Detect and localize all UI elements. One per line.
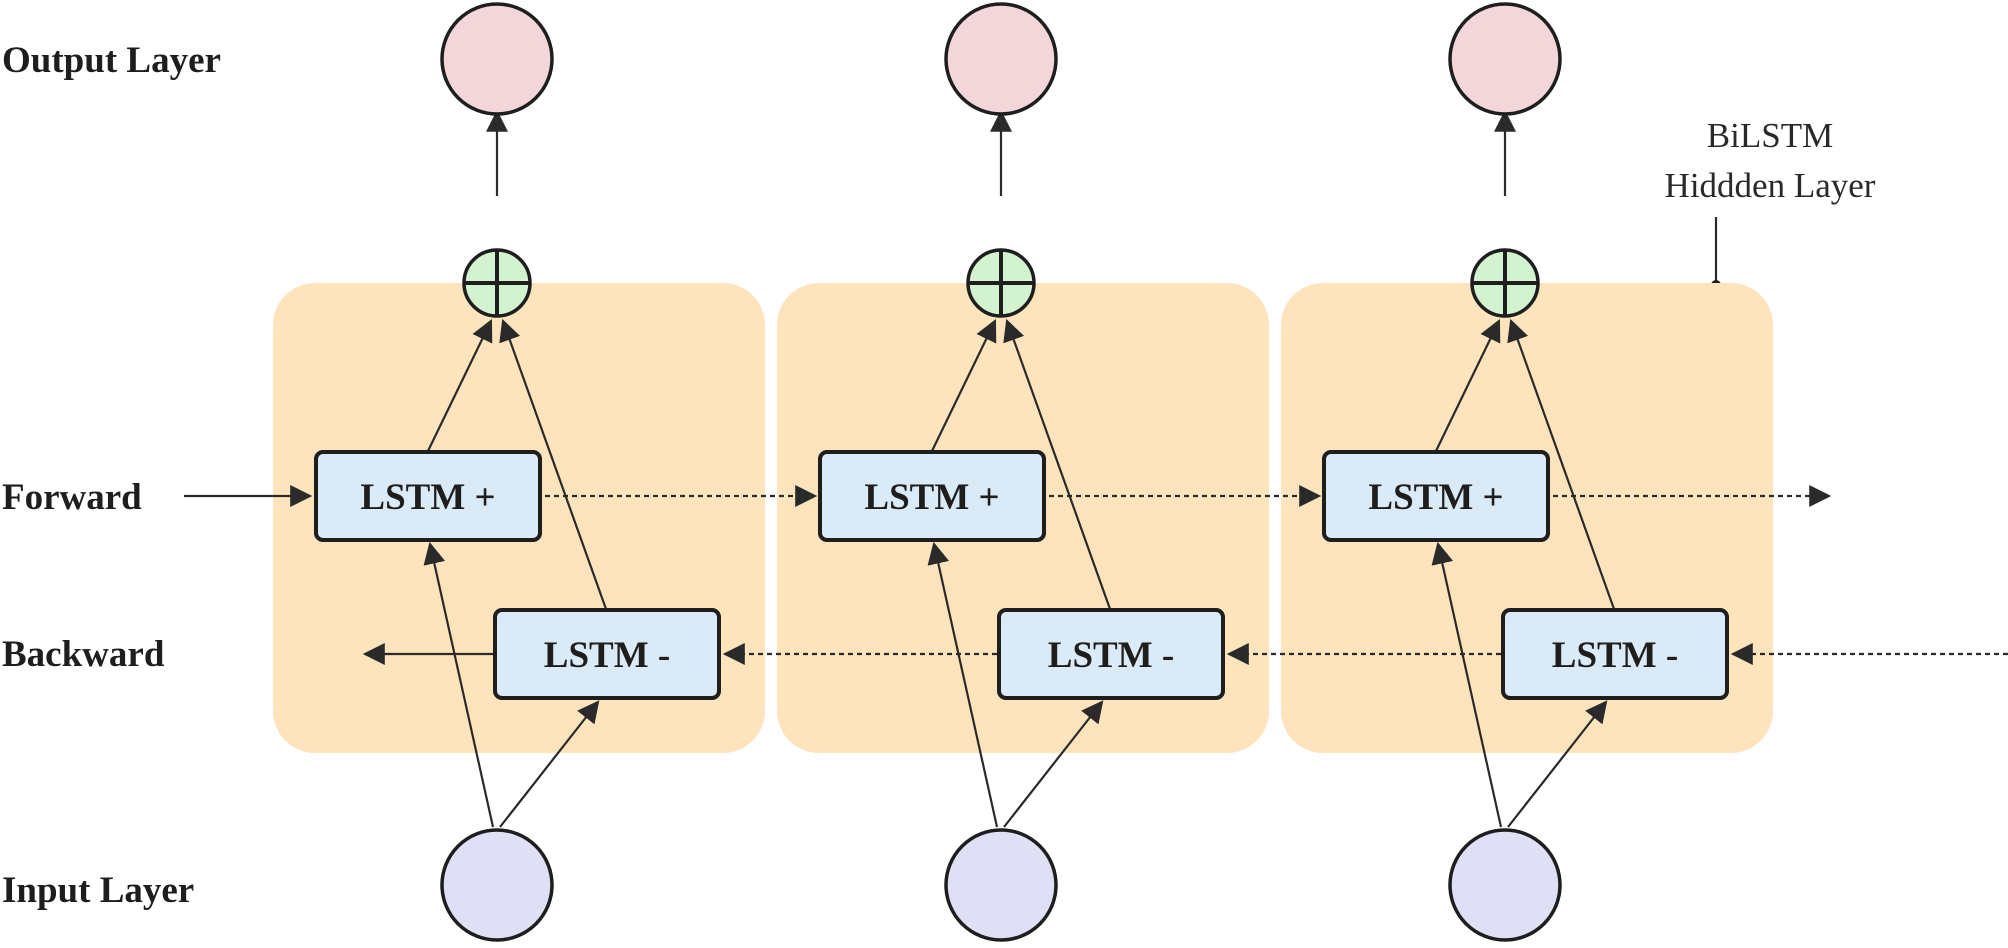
- input-node-3: [1448, 828, 1562, 942]
- input-to-backward-arrow-2: [1003, 700, 1104, 828]
- lstm-backward-3: LSTM -: [1501, 608, 1729, 700]
- input-to-forward-arrow-3: [1431, 541, 1503, 828]
- lstm-backward-2: LSTM -: [997, 608, 1225, 700]
- sum-node-1: [462, 248, 532, 318]
- backward-to-sum-arrow-3: [1507, 318, 1616, 610]
- output-node-3: [1448, 2, 1562, 116]
- forward-to-sum-arrow-2: [931, 319, 997, 452]
- output-layer-label: Output Layer: [2, 40, 221, 81]
- input-layer-label: Input Layer: [2, 870, 194, 911]
- backward-to-sum-arrow-2: [1003, 318, 1112, 610]
- lstm-backward-2-label: LSTM -: [1048, 635, 1174, 676]
- input-to-backward-arrow-1: [499, 700, 600, 828]
- input-to-forward-arrow-1: [423, 541, 495, 828]
- hidden-layer-annotation-line2: Hiddden Layer: [1665, 166, 1876, 205]
- column-1: LSTM + LSTM -: [314, 2, 721, 942]
- lstm-forward-2: LSTM +: [818, 450, 1046, 542]
- backward-to-sum-arrow-1: [499, 318, 608, 610]
- input-node-1: [440, 828, 554, 942]
- lstm-forward-3: LSTM +: [1322, 450, 1550, 542]
- lstm-backward-3-label: LSTM -: [1552, 635, 1678, 676]
- lstm-backward-1: LSTM -: [493, 608, 721, 700]
- backward-label: Backward: [2, 634, 165, 675]
- lstm-backward-1-label: LSTM -: [544, 635, 670, 676]
- forward-label: Forward: [2, 477, 142, 518]
- input-to-forward-arrow-2: [927, 541, 999, 828]
- hidden-layer-annotation-line1: BiLSTM: [1707, 116, 1833, 155]
- lstm-forward-3-label: LSTM +: [1368, 477, 1503, 518]
- input-to-backward-arrow-3: [1507, 700, 1608, 828]
- sum-node-2: [966, 248, 1036, 318]
- lstm-forward-2-label: LSTM +: [864, 477, 999, 518]
- forward-to-sum-arrow-1: [427, 319, 493, 452]
- output-node-2: [944, 2, 1058, 116]
- output-node-1: [440, 2, 554, 116]
- column-2: LSTM + LSTM -: [818, 2, 1225, 942]
- forward-to-sum-arrow-3: [1435, 319, 1501, 452]
- column-3: LSTM + LSTM -: [1322, 2, 1729, 942]
- lstm-forward-1: LSTM +: [314, 450, 542, 542]
- sum-node-3: [1470, 248, 1540, 318]
- input-node-2: [944, 828, 1058, 942]
- lstm-forward-1-label: LSTM +: [360, 477, 495, 518]
